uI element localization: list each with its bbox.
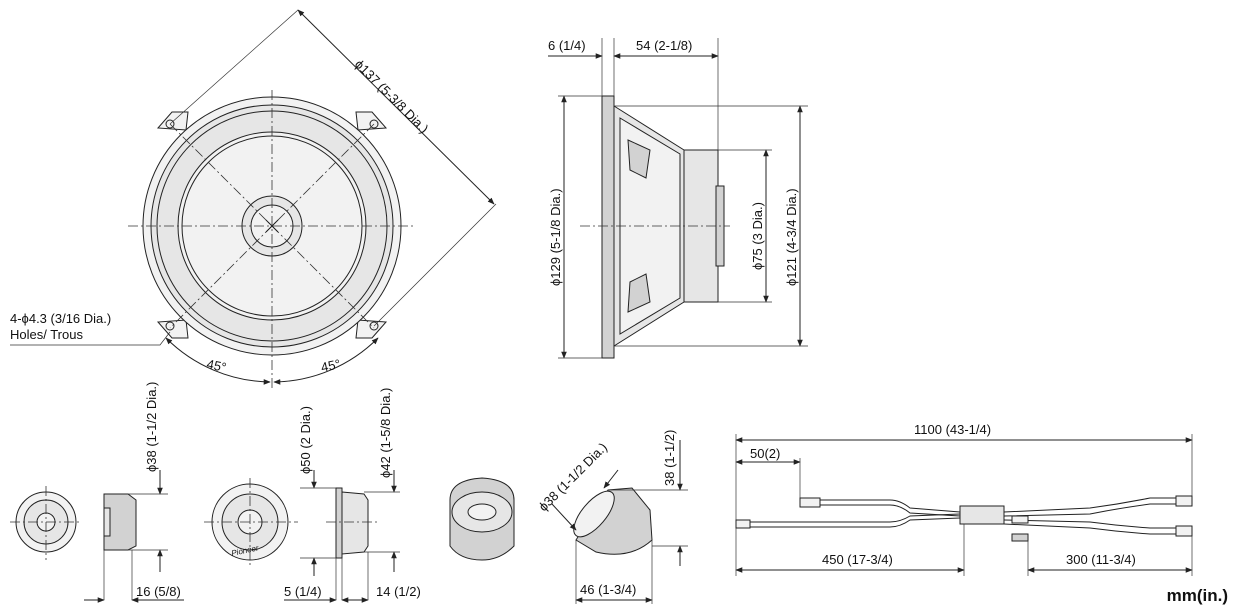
tweeter-angled: 38 (1-1/2) ϕ38 (1-1/2 Dia.) 46 (1-3/4) xyxy=(536,430,688,604)
tweeter-flush-diameter-label: ϕ38 (1-1/2 Dia.) xyxy=(144,382,159,472)
tweeter-surface-flange-label: 5 (1/4) xyxy=(284,584,322,599)
tweeter-surface-inner-diameter-label: ϕ42 (1-5/8 Dia.) xyxy=(378,388,393,478)
connector-length-label: 50(2) xyxy=(750,446,780,461)
tweeter-perspective xyxy=(449,477,515,561)
total-length-label: 1100 (43-1/4) xyxy=(914,422,991,437)
cutout-diameter-label: ϕ121 (4-3/4 Dia.) xyxy=(784,188,799,286)
tweeter-surface-depth-label: 14 (1/2) xyxy=(376,584,421,599)
crossover-cable: 1100 (43-1/4) 50(2) 450 (17-3/4) 300 (11… xyxy=(735,422,1193,576)
tweeter-flush-depth-label: 16 (5/8) xyxy=(136,584,181,599)
angle-right-label: 45° xyxy=(320,356,342,375)
tweeter-angled-height-label: 38 (1-1/2) xyxy=(662,430,677,486)
units-label: mm(in.) xyxy=(1166,586,1228,605)
angle-left-label: 45° xyxy=(205,356,227,375)
tweeter-angled-width-label: 46 (1-3/4) xyxy=(580,582,636,597)
woofer-depth-label: 54 (2-1/8) xyxy=(636,38,692,53)
tweeter-surface-outer-diameter-label: ϕ50 (2 Dia.) xyxy=(298,406,313,474)
left-segment-label: 450 (17-3/4) xyxy=(822,552,893,567)
holes-label-line2: Holes/ Trous xyxy=(10,327,83,342)
magnet-diameter-label: ϕ75 (3 Dia.) xyxy=(750,202,765,270)
tweeter-surface: Pioneer 5 (1/4) 14 (1/2) ϕ50 (2 Dia.) ϕ4… xyxy=(204,388,421,603)
flange-thickness-label: 6 (1/4) xyxy=(548,38,586,53)
woofer-front-view: ϕ137 (5-3/8 Dia.) 4-ϕ4.3 (3/16 Dia.) Hol… xyxy=(10,9,497,388)
woofer-side-view: 6 (1/4) 54 (2-1/8) ϕ129 (5-1/8 Dia.) ϕ75… xyxy=(548,38,808,359)
holes-label-line1: 4-ϕ4.3 (3/16 Dia.) xyxy=(10,311,111,326)
tweeter-flush: 16 (5/8) ϕ38 (1-1/2 Dia.) xyxy=(10,382,184,603)
right-segment-label: 300 (11-3/4) xyxy=(1066,552,1136,567)
outer-diameter-label: ϕ129 (5-1/8 Dia.) xyxy=(548,188,563,286)
